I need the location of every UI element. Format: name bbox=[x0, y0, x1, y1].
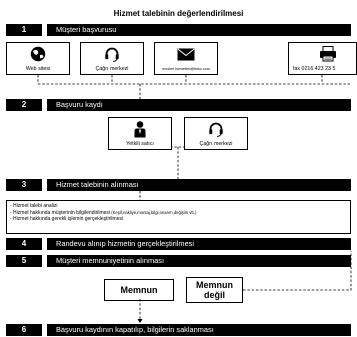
step-4-bar: 4 Randevu alınıp hizmetin gerçekleştiril… bbox=[6, 238, 351, 250]
step-label: Başvuru kaydının kapatılıp, bilgilerin s… bbox=[56, 325, 214, 334]
outcome-line: değil bbox=[203, 290, 225, 300]
registration-label: Çağrı merkezi bbox=[199, 141, 233, 147]
bar-separator bbox=[42, 324, 47, 336]
channel-label: Çağrı merkezi bbox=[95, 66, 129, 72]
step-label: Müşteri başvurusu bbox=[56, 25, 117, 34]
detail-line-sub: (Keşif,nakliye,montaj,bilgi,onarım,değiş… bbox=[110, 209, 197, 215]
channel-web-card: Web sitesi bbox=[6, 42, 70, 75]
bar-separator bbox=[42, 99, 47, 111]
detail-line-main: - Hizmet hakkında müşterinin bilgilendir… bbox=[10, 209, 111, 216]
step-number: 1 bbox=[21, 25, 27, 34]
bar-separator bbox=[42, 238, 47, 250]
outcome-satisfied: Memnun bbox=[104, 279, 174, 301]
service-details-box: - Hizmet talebi analizi - Hizmet hakkınd… bbox=[6, 200, 351, 234]
channel-fax-card: fax 0216 423 23 5 bbox=[288, 42, 357, 75]
step-label: Başvuru kaydı bbox=[56, 100, 103, 109]
bar-separator bbox=[42, 24, 47, 36]
outcome-not-satisfied: Memnun değil bbox=[186, 277, 243, 303]
headset-icon bbox=[209, 122, 223, 137]
step-number: 5 bbox=[21, 256, 27, 265]
headset-icon bbox=[105, 47, 119, 62]
step-label: Randevu alınıp hizmetin gerçekleştirilme… bbox=[56, 239, 195, 248]
bar-separator bbox=[42, 179, 47, 191]
step-5-bar: 5 Müşteri memnuniyetinin alınması bbox=[6, 255, 351, 267]
registration-call-center-card: Çağrı merkezi bbox=[184, 117, 248, 150]
step-6-bar: 6 Başvuru kaydının kapatılıp, bilgilerin… bbox=[6, 324, 351, 336]
step-number: 2 bbox=[21, 100, 27, 109]
channel-email-card: musteri.hizmetleri@beko.com bbox=[154, 42, 218, 75]
person-icon bbox=[134, 121, 146, 138]
step-label: Müşteri memnuniyetinin alınması bbox=[56, 256, 165, 265]
step-number: 6 bbox=[21, 325, 27, 334]
channel-label: fax 0216 423 23 5 bbox=[293, 66, 336, 72]
detail-line: - Hizmet hakkında müşterinin bilgilendir… bbox=[10, 210, 347, 217]
fax-icon bbox=[320, 46, 336, 62]
step-label: Hizmet talebinin alınması bbox=[56, 180, 139, 189]
detail-line: - Hizmet hakkında gerekli işlemin gerçek… bbox=[10, 216, 124, 223]
channel-call-center-card: Çağrı merkezi bbox=[80, 42, 144, 75]
step-number: 3 bbox=[21, 180, 27, 189]
channel-label: musteri.hizmetleri@beko.com bbox=[162, 67, 210, 71]
detail-line: - Hizmet talebi analizi bbox=[10, 203, 58, 209]
channel-label: Web sitesi bbox=[25, 66, 51, 72]
bar-separator bbox=[42, 255, 47, 267]
step-2-bar: 2 Başvuru kaydı bbox=[6, 99, 351, 111]
outcome-line: Memnun bbox=[196, 280, 233, 290]
step-3-bar: 3 Hizmet talebinin alınması bbox=[6, 179, 351, 191]
step-1-bar: 1 Müşteri başvurusu bbox=[6, 24, 351, 36]
step-number: 4 bbox=[21, 239, 27, 248]
envelope-icon bbox=[177, 48, 195, 61]
globe-icon bbox=[30, 46, 46, 62]
diagram-title: Hizmet talebinin değerlendirilmesi bbox=[113, 9, 244, 18]
registration-label: Yetkili satıcı bbox=[126, 141, 154, 147]
registration-dealer-card: Yetkili satıcı bbox=[108, 117, 172, 150]
